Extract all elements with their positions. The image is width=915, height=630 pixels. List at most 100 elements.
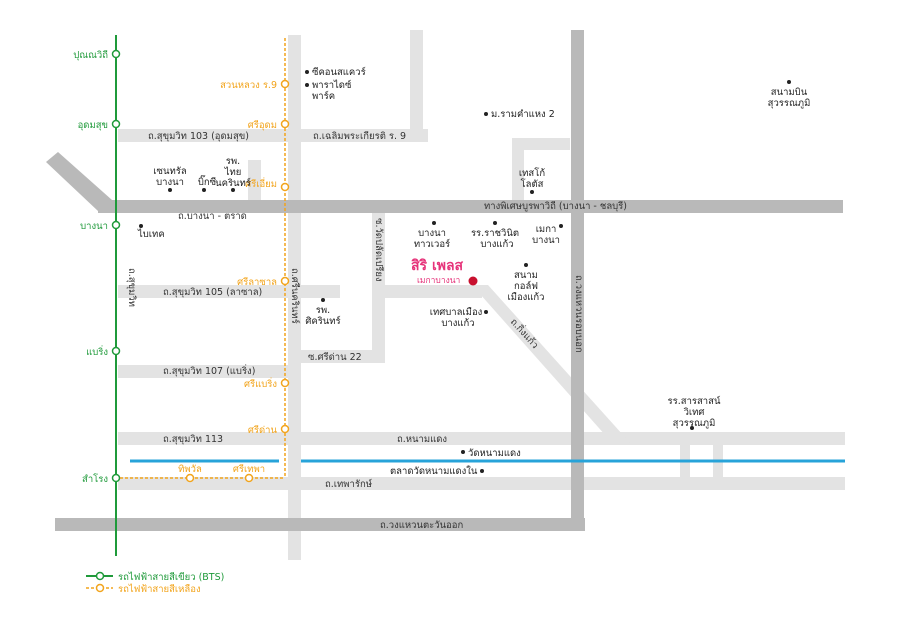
label-motorway: ทางพิเศษบูรพาวิถี (บางนา - ชลบุรี)	[484, 200, 627, 212]
label-sri-thepha: ศรีเทพา	[233, 463, 265, 475]
label-soi-sridan-22: ซ.ศรีด่าน 22	[308, 351, 362, 363]
golf-dot	[524, 263, 528, 267]
road-soi-sridan-22	[293, 350, 378, 363]
label-srinakarin: ถ.ศรีนครินทร์	[289, 268, 301, 324]
label-paradise-1: พาราไดซ์	[312, 79, 352, 91]
station-sri-la-salle[interactable]	[280, 276, 290, 286]
label-sri-dan: ศรีด่าน	[248, 424, 278, 436]
label-thai-hosp-1: รพ.	[226, 156, 240, 167]
label-rachavinit-1: รร.ราชวินิต	[471, 228, 519, 239]
talad-namdaeng-dot	[480, 469, 484, 473]
label-tesco-1: เทสโก้	[519, 167, 545, 179]
label-paradise-2: พาร์ค	[312, 90, 335, 102]
station-tipphawan[interactable]	[185, 473, 195, 483]
label-soi-wat-salud: ซ.วัดปลัดเปรียง	[373, 218, 385, 282]
label-outer-ring-v: ถ.วงแหวนรอบนอก	[573, 275, 584, 353]
station-bearing[interactable]	[111, 346, 121, 356]
tesco-dot	[530, 190, 534, 194]
road-king-kaeo-top	[372, 285, 482, 298]
label-mega-2: บางนา	[532, 235, 560, 246]
mega-dot	[559, 224, 563, 228]
road-sukhumvit-113	[118, 432, 845, 445]
label-thai-hosp-3: นครินทร์	[215, 177, 251, 189]
road-tesco-stub-h	[512, 138, 570, 150]
label-rachavinit-2: บางแก้ว	[480, 239, 513, 250]
road-outer-ring-v	[571, 30, 584, 530]
road-srinakarin	[288, 35, 301, 560]
wat-namdaeng-dot	[461, 450, 465, 454]
destination-pin[interactable]	[468, 276, 478, 286]
label-wat-namdaeng: วัดหนามแดง	[468, 448, 521, 459]
destination-subtitle: เมกาบางนา	[417, 276, 460, 286]
central-dot	[168, 188, 172, 192]
thai-hosp-dot	[231, 188, 235, 192]
bigc-dot	[202, 188, 206, 192]
label-sikarin-1: รพ.	[316, 305, 330, 316]
sikarin-dot	[321, 298, 325, 302]
station-punnawithi[interactable]	[111, 49, 121, 59]
label-sri-udom: ศรีอุดม	[248, 119, 277, 131]
label-bangna-tower-2: ทาวเวอร์	[414, 238, 450, 250]
station-sri-udom[interactable]	[280, 119, 290, 129]
road-soi-central	[248, 160, 261, 200]
label-sri-bearing: ศรีแบริ่ง	[244, 377, 277, 390]
destination[interactable]: สิริ เพลส เมกาบางนา	[411, 258, 478, 286]
label-bangna-trat: ถ.บางนา - ตราด	[178, 211, 247, 222]
station-sri-iam[interactable]	[280, 182, 290, 192]
label-king-kaeo: ถ.กิ่งแก้ว	[508, 315, 542, 351]
label-nam-daeng: ถ.หนามแดง	[397, 434, 447, 445]
station-sri-bearing[interactable]	[280, 378, 290, 388]
label-suvarnabhumi-2: สุวรรณภูมิ	[768, 98, 811, 109]
label-samrong: สำโรง	[82, 473, 108, 485]
label-tessaban-1: เทศบาลเมือง	[430, 307, 483, 318]
paradise-dot	[305, 83, 309, 87]
label-sikarin-2: ศิครินทร์	[305, 315, 340, 327]
label-thepharak: ถ.เทพารักษ์	[325, 478, 372, 490]
green-station-labels: ปุณณวิถี อุดมสุข บางนา แบริ่ง สำโรง	[73, 49, 108, 485]
label-sukhumvit-103: ถ.สุขุมวิท 103 (อุดมสุข)	[148, 131, 249, 142]
legend-green-marker	[95, 571, 105, 581]
ramkhamhaeng-dot	[484, 112, 488, 116]
road-king-kaeo	[472, 285, 632, 445]
label-udomsuk: อุดมสุข	[78, 120, 108, 131]
road-bangna-trat-diag	[46, 152, 112, 211]
label-tipphawan: ทิพวัล	[178, 464, 202, 475]
label-school-2: วิเทศ	[683, 407, 705, 418]
label-chaloem-phrakiat: ถ.เฉลิมพระเกียรติ ร. 9	[313, 130, 406, 142]
rachavinit-dot	[493, 221, 497, 225]
yellow-line-stations	[185, 79, 290, 483]
road-tesco-stub-v	[512, 138, 524, 200]
label-golf-3: เมืองแก้ว	[507, 292, 544, 303]
yellow-line	[120, 38, 286, 479]
bangna-tower-dot	[432, 221, 436, 225]
label-tesco-2: โลตัส	[521, 178, 544, 190]
station-bangna[interactable]	[111, 220, 121, 230]
biotec-dot	[139, 224, 143, 228]
suvarnabhumi-dot	[787, 80, 791, 84]
bts-green-stations	[111, 49, 121, 483]
school-dot	[690, 426, 694, 430]
landmarks: ซีคอนสแควร์ พาราไดซ์ พาร์ค ม.รามคำแหง 2 …	[137, 66, 810, 477]
label-punnawithi: ปุณณวิถี	[73, 49, 108, 61]
label-talad-namdaeng: ตลาดวัดหนามแดงใน	[390, 465, 478, 477]
legend-yellow-label: รถไฟฟ้าสายสีเหลือง	[118, 583, 201, 595]
label-sukhumvit-105: ถ.สุขุมวิท 105 (ลาซาล)	[163, 287, 262, 298]
station-sri-thepha[interactable]	[244, 473, 254, 483]
label-bangna-tower-1: บางนา	[418, 228, 446, 239]
label-golf-2: กอล์ฟ	[514, 280, 538, 292]
label-central-2: บางนา	[156, 177, 184, 188]
road-thepharak	[118, 477, 845, 490]
destination-name: สิริ เพลส	[411, 258, 464, 274]
label-suvarnabhumi-1: สนามบิน	[771, 87, 808, 98]
legend-yellow-marker	[95, 583, 105, 593]
station-suan-luang[interactable]	[280, 79, 290, 89]
station-sri-dan[interactable]	[280, 424, 290, 434]
label-school-3: สุวรรณภูมิ	[673, 418, 716, 429]
seacon-dot	[305, 70, 309, 74]
label-central-1: เซนทรัล	[153, 166, 187, 177]
label-bigc: บิ๊กซี	[198, 174, 217, 188]
station-udomsuk[interactable]	[111, 119, 121, 129]
label-seacon: ซีคอนสแควร์	[312, 66, 366, 78]
station-samrong[interactable]	[111, 473, 121, 483]
